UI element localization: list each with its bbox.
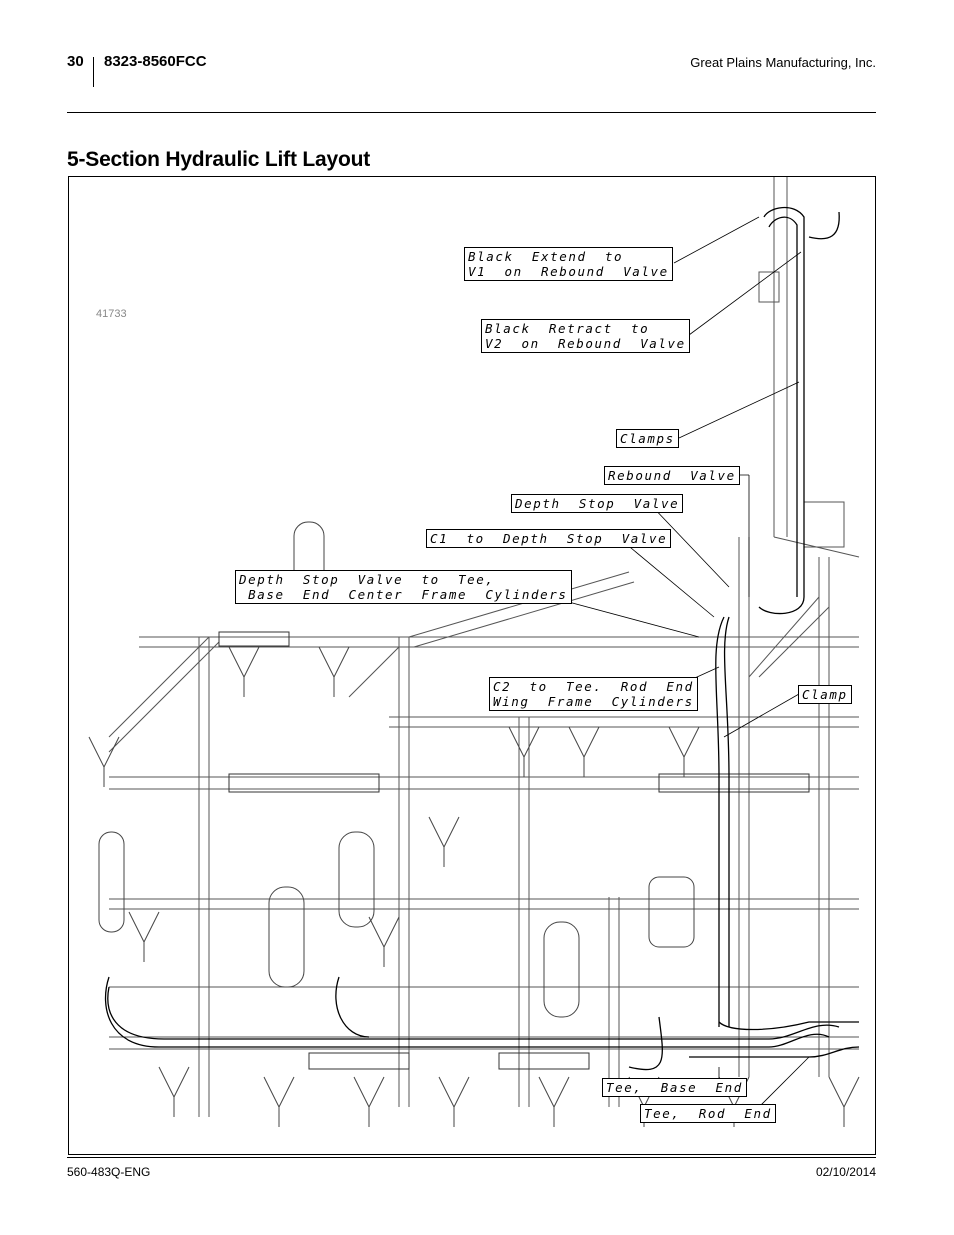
model-number: 8323-8560FCC xyxy=(104,53,207,70)
callout-clamps: Clamps xyxy=(616,429,679,448)
callout-c2: C2 to Tee. Rod End Wing Frame Cylinders xyxy=(489,677,698,711)
hydraulic-layout-figure: 41733 Black Extend to V1 on Rebound Valv… xyxy=(68,176,876,1155)
line-drawing xyxy=(88,177,860,1127)
cylinders xyxy=(218,631,810,1070)
callout-black-retract: Black Retract to V2 on Rebound Valve xyxy=(481,319,690,353)
document-id: 560-483Q-ENG xyxy=(67,1165,151,1179)
callout-tee-rod-end: Tee, Rod End xyxy=(640,1104,776,1123)
callout-tee-base-end: Tee, Base End xyxy=(602,1078,747,1097)
frame-structure xyxy=(108,177,860,1117)
callout-black-extend: Black Extend to V1 on Rebound Valve xyxy=(464,247,673,281)
hydraulic-hoses xyxy=(104,206,860,1071)
callout-rebound-valve: Rebound Valve xyxy=(604,466,740,485)
callout-c1: C1 to Depth Stop Valve xyxy=(426,529,672,548)
company-name: Great Plains Manufacturing, Inc. xyxy=(690,55,876,70)
document-date: 02/10/2014 xyxy=(815,1165,876,1179)
header-divider xyxy=(93,57,94,87)
header-rule xyxy=(67,112,876,113)
section-title: 5-Section Hydraulic Lift Layout xyxy=(67,148,371,171)
sweeps xyxy=(88,646,860,1127)
callout-clamp: Clamp xyxy=(798,685,852,704)
footer-rule xyxy=(67,1157,876,1158)
callout-depth-stop-valve: Depth Stop Valve xyxy=(511,494,684,513)
page-number: 30 xyxy=(67,53,84,70)
figure-number: 41733 xyxy=(96,308,127,320)
callout-depth-stop-to-tee: Depth Stop Valve to Tee, Base End Center… xyxy=(235,570,572,604)
